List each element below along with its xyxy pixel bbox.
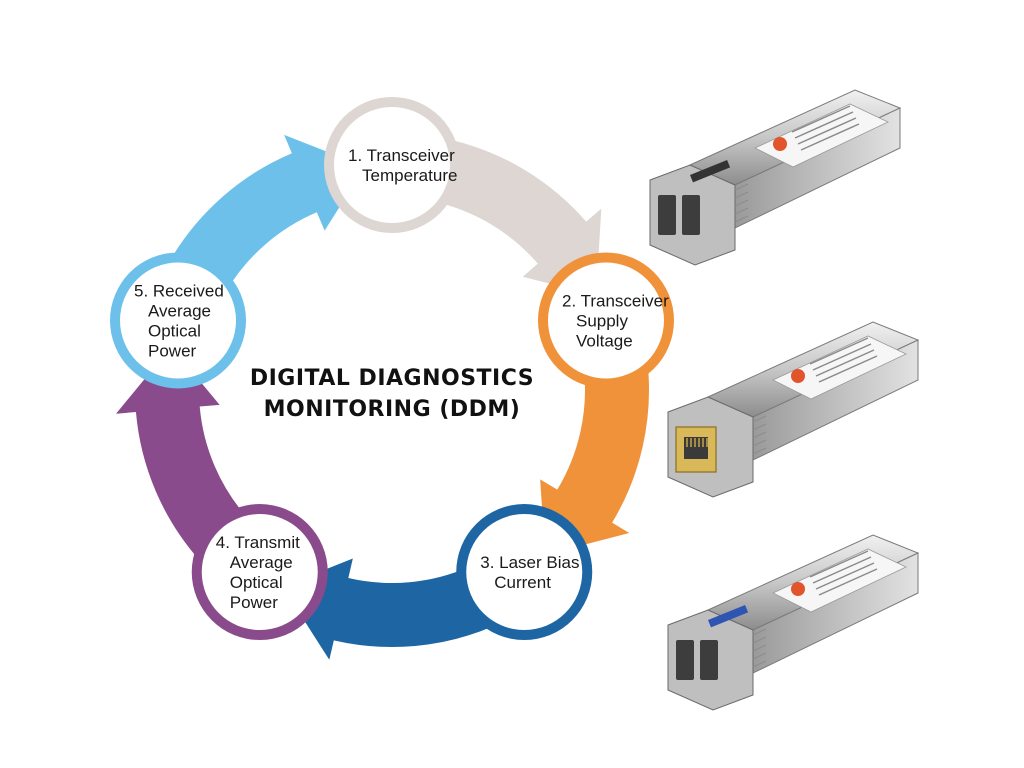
- node-face-received-power: [120, 262, 237, 379]
- module-label-text-line: [809, 337, 869, 365]
- module-label-text-line: [815, 349, 875, 377]
- sfp-module-sfp-optical-2: [667, 534, 920, 711]
- module-ridge: [752, 447, 767, 455]
- module-ridge: [734, 207, 749, 215]
- node-label-temperature-line-1: 1. Transceiver: [348, 146, 455, 165]
- node-label-laser-bias-line-1: 3. Laser Bias: [480, 553, 579, 572]
- module-ridge: [752, 652, 767, 660]
- sfp-module-sfp-optical-1: [649, 89, 902, 266]
- module-label-text-line: [818, 355, 878, 383]
- module-label-plate: [754, 103, 889, 168]
- node-face-laser-bias: [466, 514, 583, 631]
- module-ridge: [752, 415, 767, 423]
- module-label-text-line: [812, 343, 872, 371]
- module-ridge: [734, 191, 749, 199]
- rj45-port-cavity: [684, 437, 708, 459]
- node-label-supply-voltage-line-3: Voltage: [576, 331, 633, 350]
- module-label-text-line: [797, 117, 857, 145]
- module-label-text-line: [809, 550, 869, 578]
- arrow-supply-voltage: [540, 365, 649, 555]
- module-logo-mark: [773, 137, 787, 151]
- module-label-text-line: [815, 562, 875, 590]
- module-label-text-line: [794, 111, 854, 139]
- node-label-received-power-line-1: 5. Received: [134, 281, 224, 300]
- node-label-transmit-power-line-4: Power: [230, 593, 279, 612]
- module-ridge: [752, 628, 767, 636]
- module-label-text-line: [800, 123, 860, 151]
- module-latch: [708, 605, 749, 628]
- node-label-received-power-line-2: Average: [148, 301, 211, 320]
- module-ridge: [734, 215, 749, 223]
- node-label-laser-bias-line-2: Current: [494, 573, 551, 592]
- module-ridge: [752, 423, 767, 431]
- module-ridge: [734, 199, 749, 207]
- node-label-transmit-power-line-3: Optical: [230, 573, 283, 592]
- module-ridge: [752, 439, 767, 447]
- module-label-text-line: [791, 105, 851, 133]
- module-ridge: [752, 636, 767, 644]
- lc-port-left: [676, 640, 694, 680]
- module-logo-mark: [791, 582, 805, 596]
- diagram-title-line-1: DIGITAL DIAGNOSTICS: [250, 366, 534, 391]
- lc-port-right: [682, 195, 700, 235]
- lc-port-left: [658, 195, 676, 235]
- module-label-text-line: [812, 556, 872, 584]
- node-label-transmit-power-line-1: 4. Transmit: [216, 533, 300, 552]
- node-face-temperature: [334, 107, 450, 223]
- lc-port-right: [700, 640, 718, 680]
- diagram-title-line-2: MONITORING (DDM): [264, 397, 521, 422]
- sfp-module-images: [649, 89, 920, 711]
- sfp-module-sfp-copper-rj45: [667, 321, 920, 498]
- node-face-transmit-power: [201, 514, 318, 631]
- arrow-received-power: [170, 134, 366, 292]
- arrow-temperature: [434, 139, 602, 296]
- module-ridge: [752, 660, 767, 668]
- arrow-laser-bias: [282, 558, 495, 660]
- module-ridge: [752, 431, 767, 439]
- cycle-arrows: [116, 134, 649, 660]
- node-label-temperature-line-2: Temperature: [362, 166, 457, 185]
- module-ridge: [734, 183, 749, 191]
- module-logo-mark: [791, 369, 805, 383]
- node-label-supply-voltage-line-1: 2. Transceiver: [562, 291, 669, 310]
- node-label-supply-voltage-line-2: Supply: [576, 311, 628, 330]
- node-label-received-power-line-3: Optical: [148, 321, 201, 340]
- node-label-received-power-line-4: Power: [148, 341, 197, 360]
- node-face-supply-voltage: [547, 262, 664, 379]
- module-label-plate: [772, 548, 907, 613]
- arrow-transmit-power: [116, 346, 248, 560]
- node-label-transmit-power-line-2: Average: [230, 553, 293, 572]
- module-latch: [690, 160, 731, 183]
- module-label-text-line: [818, 568, 878, 596]
- module-label-plate: [772, 335, 907, 400]
- module-ridge: [752, 644, 767, 652]
